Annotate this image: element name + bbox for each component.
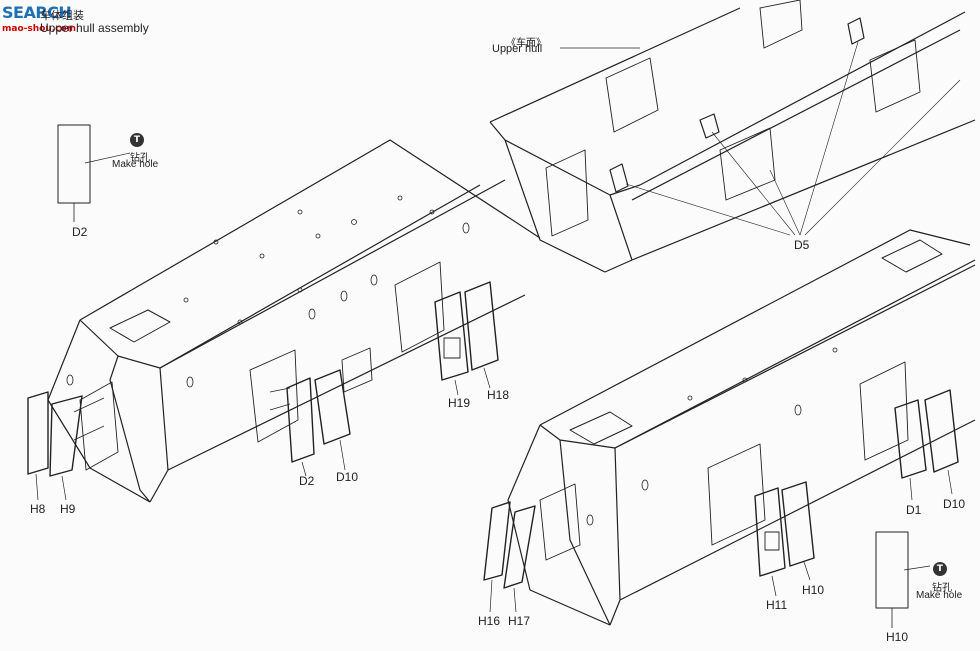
section-title-cn: 车体组装 [40, 10, 84, 22]
left-hull-holes [66, 195, 470, 388]
upper-left-hull [47, 139, 541, 503]
h10-reference-part [875, 531, 909, 609]
part-label-h8: H8 [30, 502, 46, 516]
drill-tool-icon-2: T [933, 562, 947, 576]
watermark-logo: SEARCH [2, 3, 72, 22]
part-label-h17: H17 [508, 614, 531, 628]
part-h19-h18 [434, 281, 499, 396]
part-d2-d10 [269, 369, 351, 477]
part-h11-h10 [754, 481, 815, 597]
part-label-h16: H16 [478, 614, 501, 628]
part-h16-h17 [483, 501, 536, 613]
make-hole-en-label: Make hole [112, 159, 159, 170]
part-label-h19: H19 [448, 396, 471, 410]
part-label-h10-mid: H10 [802, 583, 825, 597]
make-hole-cn-label-2: 钻孔 [932, 583, 952, 594]
upper-hull-cn-label: 《车面》 [506, 38, 546, 49]
d2-reference-part [57, 124, 91, 204]
part-label-h9: H9 [60, 502, 76, 516]
part-label-d2: D2 [299, 474, 315, 488]
drill-tool-icon: T [130, 133, 144, 147]
part-label-d2-top: D2 [72, 225, 88, 239]
part-label-d10-left: D10 [336, 470, 359, 484]
part-label-d10-right: D10 [943, 497, 966, 511]
make-hole-cn-label: 钻孔 [130, 153, 150, 164]
part-label-d5: D5 [794, 238, 810, 252]
lower-right-hull [507, 229, 976, 626]
watermark-url: mao-shou.com [2, 24, 77, 34]
upper-hull-top [489, 0, 976, 273]
part-h8-h9 [27, 391, 105, 501]
part-d1-d10-right [894, 389, 959, 501]
part-label-d1: D1 [906, 503, 922, 517]
section-title-en: Upper hull assembly [40, 21, 149, 35]
upper-hull-en-label: Upper hull [492, 43, 543, 55]
make-hole-en-label-2: Make hole [916, 590, 963, 601]
part-label-h11: H11 [766, 598, 788, 612]
part-label-h18: H18 [487, 388, 510, 402]
part-label-h10-bottom: H10 [886, 630, 909, 644]
